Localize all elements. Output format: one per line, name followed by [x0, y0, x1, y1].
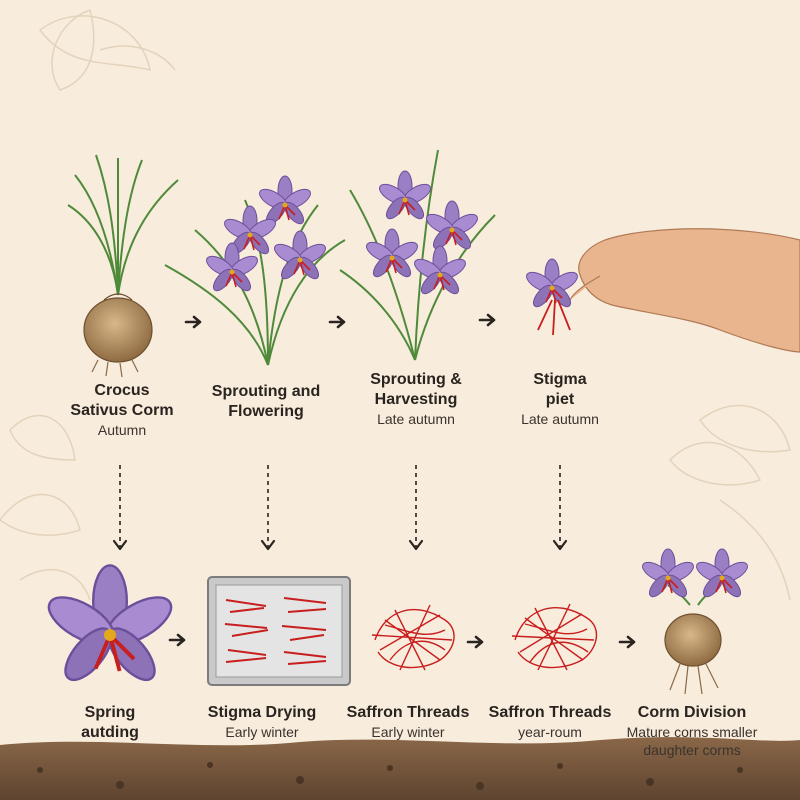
stage-label-threads: Saffron Threads Early winter — [347, 703, 470, 741]
stage-label-threads-yearround: Saffron Threads year-roum — [489, 703, 612, 741]
stage-season: Early winter — [371, 724, 445, 740]
arrow-right-icon — [478, 313, 496, 327]
stage-title: autding — [81, 724, 139, 741]
dashed-arrow-down-icon — [260, 463, 276, 551]
flowering-plant-illustration — [164, 175, 346, 366]
stage-title: Sativus Corm — [70, 402, 174, 419]
stage-season: Late autumn — [521, 411, 599, 427]
stage-season: Mature corns smaller — [626, 724, 758, 740]
saffron-threads-pile — [371, 604, 455, 671]
arrow-right-icon — [168, 633, 186, 647]
stage-season: daughter corms — [643, 742, 741, 758]
stage-title: Stigma Drying — [207, 704, 317, 721]
stage-title: Harvesting — [374, 391, 458, 408]
hand-picking-illustration — [522, 228, 800, 353]
stage-label-flowering: Sprouting and Flowering — [212, 382, 320, 422]
stage-season: Autumn — [97, 422, 147, 438]
stage-title: Stigma — [533, 371, 587, 388]
arrow-right-icon — [328, 315, 346, 329]
harvest-plant-illustration — [339, 149, 496, 361]
corm-division-illustration — [638, 548, 752, 695]
saffron-threads-pile — [511, 603, 598, 671]
stage-label-spring: Spring autding — [81, 703, 139, 743]
stage-season: Early winter — [225, 724, 299, 740]
stage-label-drying: Stigma Drying Early winter — [208, 703, 316, 741]
stage-title: piet — [545, 391, 575, 408]
stage-label-stigma-pick: Stigma piet Late autumn — [521, 370, 599, 428]
corm-illustration — [67, 154, 179, 378]
dashed-arrow-down-icon — [408, 463, 424, 551]
stage-title: Saffron Threads — [346, 704, 470, 721]
stage-label-corm-division: Corm Division Mature corns smaller daugh… — [627, 703, 758, 759]
stage-title: Sprouting & — [370, 371, 462, 388]
stage-title: Flowering — [228, 403, 304, 420]
single-flower-illustration — [39, 563, 181, 690]
soil-strip — [0, 737, 800, 800]
stage-title: Corm Division — [637, 704, 747, 721]
stage-title: Crocus — [94, 382, 150, 399]
stage-label-corm: Crocus Sativus Corm Autumn — [70, 381, 173, 439]
arrow-right-icon — [466, 635, 484, 649]
stage-title: Spring — [84, 704, 136, 721]
stage-title: Saffron Threads — [488, 704, 612, 721]
dashed-arrow-down-icon — [112, 463, 128, 551]
arrow-right-icon — [184, 315, 202, 329]
drying-tray-illustration — [207, 576, 351, 686]
arrow-right-icon — [618, 635, 636, 649]
stage-season: year-roum — [518, 724, 582, 740]
decorative-leaf-outlines — [0, 9, 791, 601]
stage-season: Late autumn — [377, 411, 455, 427]
stage-label-harvesting: Sprouting & Harvesting Late autumn — [370, 370, 462, 428]
dashed-arrow-down-icon — [552, 463, 568, 551]
stage-title: Sprouting and — [211, 383, 321, 400]
